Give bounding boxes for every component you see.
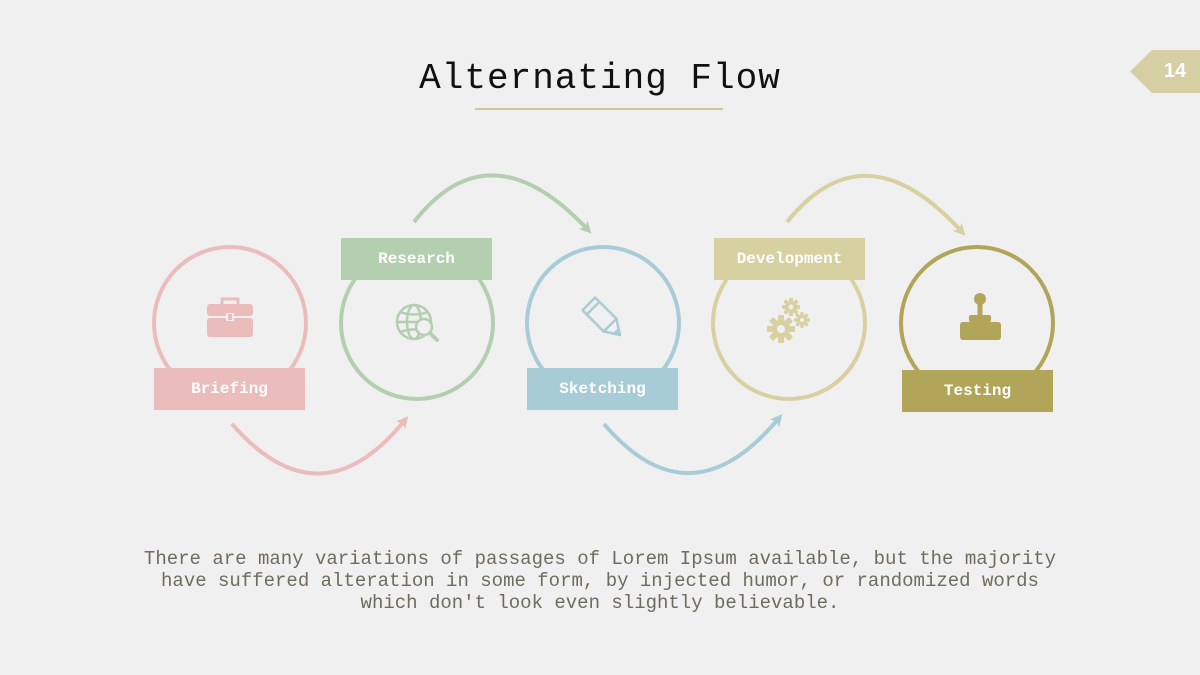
arrow-research-to-sketching <box>412 173 592 234</box>
step-label-box-research <box>341 238 492 280</box>
arrow-development-to-testing <box>785 174 966 236</box>
globe-search-icon <box>395 303 439 342</box>
title-underline <box>475 108 723 110</box>
joystick-icon <box>960 293 1001 340</box>
step-label-sketching: Sketching <box>559 380 646 398</box>
step-label-box-briefing <box>154 368 305 410</box>
briefcase-icon <box>207 297 253 337</box>
arrow-sketching-to-development <box>602 414 783 475</box>
page-title: Alternating Flow <box>419 58 781 99</box>
step-label-development: Development <box>736 250 843 268</box>
step-label-box-sketching <box>527 368 678 410</box>
step-label-testing: Testing <box>943 382 1012 400</box>
step-label-research: Research <box>378 250 455 268</box>
description-text: There are many variations of passages of… <box>143 548 1057 614</box>
page-number: 14 <box>1163 60 1187 82</box>
step-label-box-testing <box>902 370 1053 412</box>
gears-icon <box>767 298 810 343</box>
step-label-briefing: Briefing <box>191 380 268 398</box>
pencil-icon <box>581 296 622 337</box>
arrow-briefing-to-research <box>230 416 409 476</box>
step-label-box-development <box>714 238 865 280</box>
